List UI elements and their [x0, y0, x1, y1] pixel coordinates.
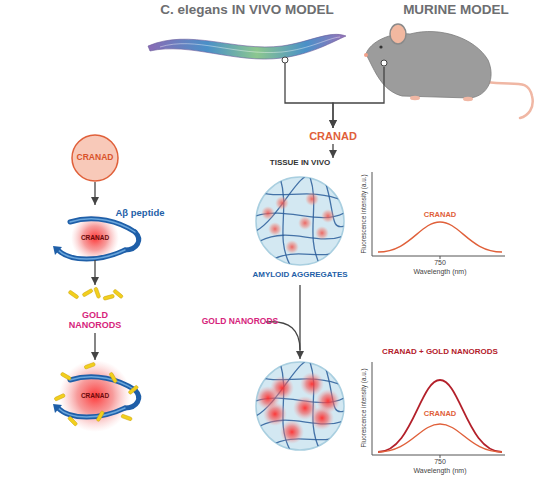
tissue-circle	[256, 177, 344, 265]
mouse-foot	[463, 97, 473, 101]
node-text: Aβ peptide	[115, 208, 164, 219]
axis-title: Fluorescence intensity (a.u.)	[360, 368, 367, 447]
abeta-peptide-ribbon	[53, 219, 139, 259]
flow-arrow	[94, 333, 95, 360]
nanorod-complex: CRANAD	[45, 360, 145, 432]
node-text: MURINE MODEL	[403, 2, 509, 18]
model-heading-node: C. elegans IN VIVO MODEL	[140, 0, 355, 67]
node-text: TISSUE IN VIVO	[270, 158, 330, 167]
nanorod-group: GOLD NANORODS	[55, 285, 135, 333]
flow-arrow	[332, 144, 333, 158]
series-label: CRANAD	[424, 211, 457, 220]
flow-arrow	[94, 260, 95, 285]
mouse-eye	[379, 45, 382, 48]
axis-title: Fluorescence intensity (a.u.)	[360, 174, 367, 253]
series-label: CRANAD + GOLD NANORODS	[382, 347, 498, 356]
flow-arrow	[333, 67, 384, 128]
flow-arrow	[285, 67, 333, 128]
mouse-ear	[390, 24, 406, 44]
node-text: AMYLOID AGGREGATES	[252, 270, 347, 279]
node-text: CRANAD	[309, 130, 357, 143]
fluorescence-glow	[59, 360, 131, 432]
mouse-body	[366, 32, 491, 98]
circle-outline	[72, 135, 118, 181]
node-text: CRANAD	[81, 392, 109, 399]
flow-arrow	[94, 182, 95, 205]
gold-nanorods	[68, 287, 123, 300]
mouse-tail	[486, 82, 533, 118]
node-text: CRANAD	[81, 234, 109, 241]
tick-label: 750	[434, 458, 446, 466]
axis-title: Wavelength (nm)	[413, 467, 466, 475]
abeta-peptide-ribbon	[53, 377, 139, 417]
connection-dot	[381, 60, 387, 66]
peptide-complex: Aβ peptideCRANAD	[45, 205, 170, 260]
model-heading-node: MURINE MODEL	[372, 0, 540, 67]
tissue-node: TISSUE IN VIVO AMYLOID AGGREGATES	[240, 158, 360, 282]
node-text: GOLD NANORODS	[66, 310, 124, 331]
tick-label: 750	[434, 259, 446, 267]
series-label: CRANAD	[424, 410, 457, 419]
node-text: CRANAD	[77, 153, 114, 163]
node-text: C. elegans IN VIVO MODEL	[160, 2, 333, 18]
amyloid-fibers	[256, 177, 344, 265]
gold-nanorods	[54, 362, 139, 426]
worm-illustration	[148, 34, 346, 59]
mouse-foot	[410, 96, 420, 100]
worm-detail	[160, 37, 340, 53]
spectrum-chart	[372, 172, 505, 259]
connector-stub	[284, 63, 285, 67]
spectrum-chart	[372, 362, 505, 458]
amyloid-fibers	[256, 362, 344, 450]
probe-label-node: CRANAD	[303, 128, 363, 144]
reagent-label: GOLD NANORODS	[202, 317, 279, 327]
tissue-circle	[256, 362, 344, 450]
axis-title: Wavelength (nm)	[413, 268, 466, 276]
mouse-nose	[364, 53, 368, 57]
connection-dot	[282, 57, 288, 63]
cranad-circle: CRANAD	[71, 134, 119, 182]
